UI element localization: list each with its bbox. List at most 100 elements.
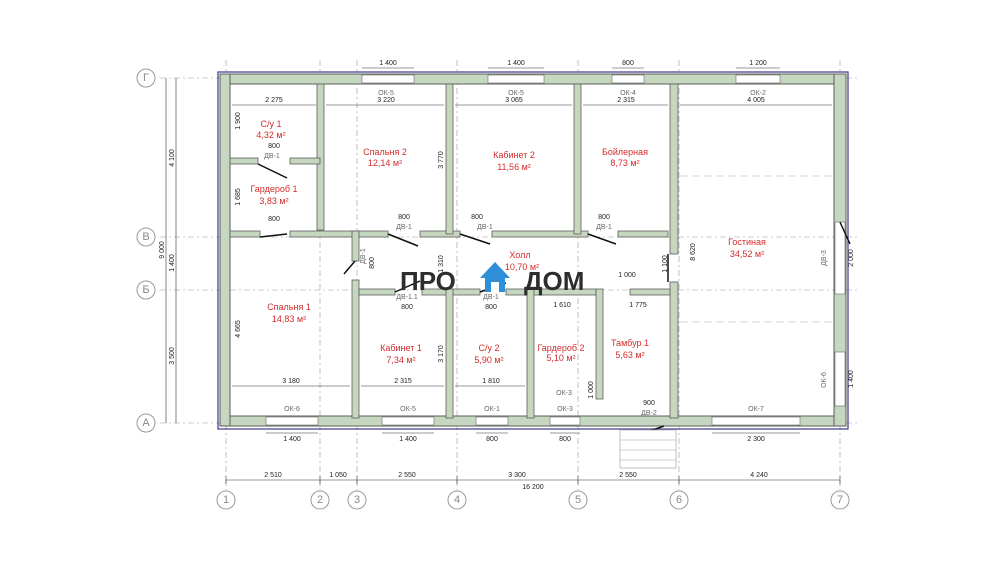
col-axis-markers: 1 2 3 4 5 6 7: [216, 490, 850, 510]
inner-top-dim-2: 3 220: [377, 97, 395, 104]
bottom-dim-6: 2 300: [747, 436, 765, 443]
left-dim-1: 4 100: [169, 149, 176, 167]
inner-top-dim-5: 4 005: [747, 97, 765, 104]
window-tag-9: ОК-1: [484, 406, 500, 413]
door-tag-5: ДВ-1: [477, 224, 493, 231]
logo-text-left: ПРО: [400, 266, 456, 296]
living-room-dashes: [680, 175, 832, 323]
door-tag-1: ДВ-1: [264, 153, 280, 160]
col-dim-4: 3 300: [508, 472, 526, 479]
bottom-dim-4: 800: [559, 436, 571, 443]
axis-row-b: Б: [142, 284, 149, 296]
room-area-su2: 5,90 м²: [474, 355, 503, 365]
window-tag-11: ОК-7: [748, 406, 764, 413]
house-icon: [480, 262, 510, 292]
misc-dimensions: 1 000 1 610 1 775 2 000 1 400: [553, 249, 855, 388]
window-tag-8: ОК-5: [400, 406, 416, 413]
room-area-boilernaya: 8,73 м²: [610, 158, 639, 168]
window-tag-1: ОК-5: [378, 90, 394, 97]
misc-dim-1: 1 000: [618, 272, 636, 279]
misc-dim-4: 2 000: [848, 249, 855, 267]
door-dim-7: 800: [485, 304, 497, 311]
room-name-kabinet1: Кабинет 1: [380, 343, 422, 353]
axis-col-7: 7: [837, 494, 843, 506]
room-area-garderob1: 3,83 м²: [259, 196, 288, 206]
left-dim-2: 1 400: [169, 254, 176, 272]
vdim-10: 1 000: [588, 381, 595, 399]
room-name-su1: С/у 1: [260, 119, 281, 129]
inner-bottom-dim-1: 3 180: [282, 378, 300, 385]
room-area-garderob2: 5,10 м²: [546, 353, 575, 363]
room-area-spalnya1: 14,83 м²: [272, 314, 306, 324]
door-dim-5: 800: [598, 214, 610, 221]
room-name-holl: Холл: [509, 250, 530, 260]
door-width-dimensions: 800 800 800 800 800 800 800: [268, 143, 610, 311]
door-tag-8: ДВ-2: [641, 410, 657, 417]
room-area-holl: 10,70 м²: [505, 262, 539, 272]
window-tag-2: ОК-5: [508, 90, 524, 97]
logo-text-right: ДОМ: [524, 266, 584, 296]
door-dim-4: 800: [471, 214, 483, 221]
door-tag-2: ДВ-1: [396, 224, 412, 231]
room-name-gostinaya: Гостиная: [728, 237, 766, 247]
vdim-1: 1 900: [235, 112, 242, 130]
door-tag-6: ДВ-1.1: [396, 294, 418, 301]
misc-dim-3: 1 775: [629, 302, 647, 309]
inner-bottom-dim-3: 1 810: [482, 378, 500, 385]
vdim-4: 4 665: [235, 320, 242, 338]
room-name-garderob2: Гардероб 2: [537, 343, 584, 353]
bottom-dimensions: 1 400 1 400 800 800 900 2 300: [283, 400, 765, 443]
top-dim-1: 1 400: [379, 60, 397, 67]
axis-col-6: 6: [676, 494, 682, 506]
window-tag-4: ОК-2: [750, 90, 766, 97]
door-tag-7: ДВ-1: [483, 294, 499, 301]
windows: [265, 74, 846, 426]
room-area-tambur1: 5,63 м²: [615, 350, 644, 360]
room-name-tambur1: Тамбур 1: [611, 338, 649, 348]
column-span-dimensions: 2 510 1 050 2 550 3 300 2 550 4 240 16 2…: [264, 472, 768, 491]
room-labels: С/у 1 4,32 м² Гардероб 1 3,83 м² Спальня…: [250, 119, 766, 365]
vdim-7: 1 100: [662, 255, 669, 273]
bottom-dim-5: 900: [643, 400, 655, 407]
col-dim-6: 4 240: [750, 472, 768, 479]
interior-walls: [229, 83, 679, 419]
left-dim-3: 3 500: [169, 347, 176, 365]
room-name-spalnya2: Спальня 2: [363, 147, 407, 157]
axis-col-4: 4: [454, 494, 460, 506]
axis-col-5: 5: [575, 494, 581, 506]
window-tag-10: ОК-3: [556, 390, 572, 397]
bottom-dim-2: 1 400: [399, 436, 417, 443]
axis-col-2: 2: [317, 494, 323, 506]
window-tags: ОК-5 ОК-5 ОК-4 ОК-2 ОК-3 ОК-6 ОК-6 ОК-5 …: [284, 90, 828, 413]
row-axis-markers: Г В Б А: [136, 68, 156, 433]
door-tag-3: ДВ-1: [596, 224, 612, 231]
vdim-6: 8 620: [690, 243, 697, 261]
vdim-3: 3 770: [438, 151, 445, 169]
room-name-spalnya1: Спальня 1: [267, 302, 311, 312]
door-dim-3: 800: [398, 214, 410, 221]
inner-top-dim-4: 2 315: [617, 97, 635, 104]
room-name-boilernaya: Бойлерная: [602, 147, 648, 157]
misc-dim-5: 1 400: [848, 370, 855, 388]
misc-dim-2: 1 610: [553, 302, 571, 309]
inner-bottom-dim-2: 2 315: [394, 378, 412, 385]
door-dim-2: 800: [268, 216, 280, 223]
room-area-kabinet2: 11,56 м²: [497, 162, 531, 172]
top-dim-3: 800: [622, 60, 634, 67]
axis-row-a: А: [142, 417, 150, 429]
axis-col-3: 3: [354, 494, 360, 506]
total-height: 9 000: [159, 241, 166, 259]
vdim-2: 1 685: [235, 188, 242, 206]
window-tag-5: ОК-3: [557, 406, 573, 413]
col-dim-1: 2 510: [264, 472, 282, 479]
inner-top-dim-1: 2 275: [265, 97, 283, 104]
col-dim-3: 2 550: [398, 472, 416, 479]
door-tags: ДВ-1 ДВ-1 ДВ-1 ДВ-1 ДВ-1 ДВ-1.1 ДВ-1 ДВ-…: [264, 153, 828, 417]
top-dimensions: 1 400 1 400 800 1 200: [379, 60, 767, 67]
vdim-5: 3 170: [438, 345, 445, 363]
room-area-kabinet1: 7,34 м²: [386, 355, 415, 365]
logo: ПРО ДОМ: [400, 262, 584, 296]
dimension-lines: [165, 67, 841, 484]
window-tag-6: ОК-6: [821, 372, 828, 388]
